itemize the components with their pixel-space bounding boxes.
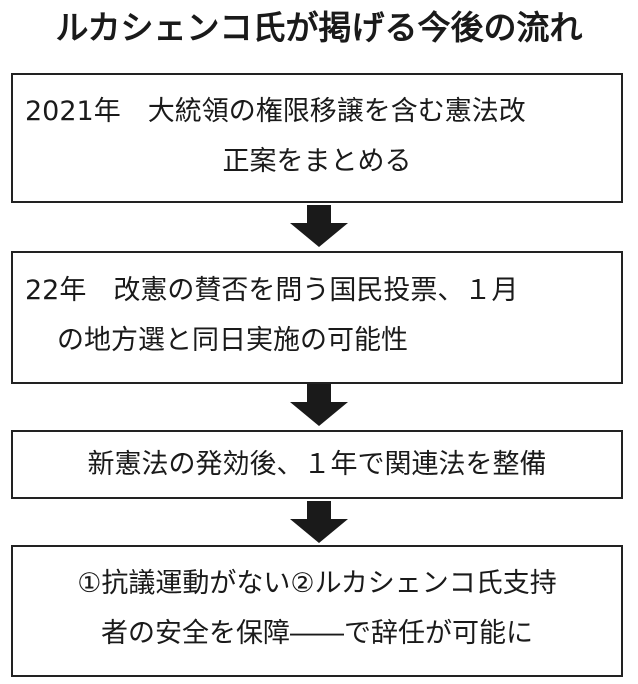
step-box-4: ①抗議運動がない②ルカシェンコ氏支持 者の安全を保障――で辞任が可能に [11,545,623,677]
step-box-2: 22年 改憲の賛否を問う国民投票、１月 の地方選と同日実施の可能性 [11,251,623,384]
step-4-line-2: 者の安全を保障――で辞任が可能に [101,618,533,649]
step-box-3: 新憲法の発効後、１年で関連法を整備 [11,430,623,499]
step-1-line-2: 正案をまとめる [222,146,412,177]
down-arrow-icon [290,205,348,247]
step-box-1: 2021年 大統領の権限移譲を含む憲法改 正案をまとめる [11,73,623,203]
down-arrow-icon [290,384,348,426]
step-2-line-1: 22年 改憲の賛否を問う国民投票、１月 [25,275,519,306]
step-2-line-2: の地方選と同日実施の可能性 [57,325,408,356]
step-1-line-1: 2021年 大統領の権限移譲を含む憲法改 [25,96,526,127]
down-arrow-icon [290,501,348,543]
diagram-title: ルカシェンコ氏が掲げる今後の流れ [55,8,583,47]
step-4-line-1: ①抗議運動がない②ルカシェンコ氏支持 [77,568,557,599]
step-3-line-1: 新憲法の発効後、１年で関連法を整備 [87,449,547,480]
